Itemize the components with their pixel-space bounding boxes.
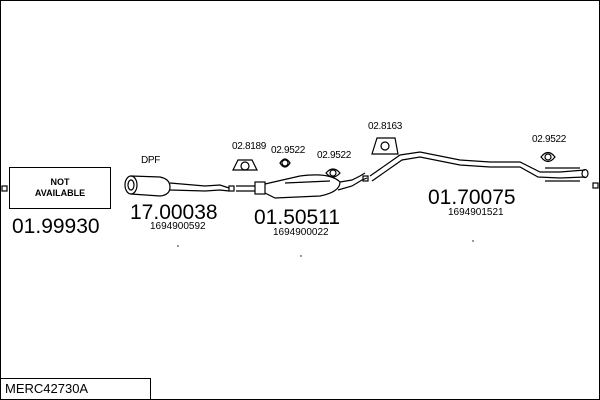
oem-number-2: 1694900592 xyxy=(150,221,206,232)
part-number-4: 01.70075 xyxy=(428,186,516,209)
diagram-code: MERC42730A xyxy=(5,381,89,396)
connector-2 xyxy=(362,175,369,182)
fitting-label-3: 02.9522 xyxy=(317,150,352,161)
clamp-02-9522-b xyxy=(325,168,341,178)
not-available-line2: AVAILABLE xyxy=(34,188,86,198)
oem-number-4: 1694901521 xyxy=(448,207,504,218)
clamp-02-9522-c xyxy=(540,151,556,163)
middle-silencer-part xyxy=(236,172,368,199)
connector-left xyxy=(1,185,8,192)
part-number-2: 17.00038 xyxy=(130,201,218,224)
dpf-part xyxy=(124,175,230,197)
not-available-box: NOT AVAILABLE xyxy=(9,167,111,209)
dpf-label: DPF xyxy=(141,155,161,166)
oem-number-3: 1694900022 xyxy=(273,227,329,238)
connector-right xyxy=(592,182,599,189)
fitting-label-2: 02.9522 xyxy=(271,145,306,156)
hanger-02-8163 xyxy=(371,137,399,155)
fitting-label-1: 02.8189 xyxy=(232,141,267,152)
diagram-code-box xyxy=(0,378,151,400)
part-number-3: 01.50511 xyxy=(254,206,341,229)
clamp-02-9522-a xyxy=(279,158,291,168)
connector-1 xyxy=(228,185,235,192)
rear-pipe-part xyxy=(369,151,589,182)
fitting-label-4: 02.8163 xyxy=(368,121,403,132)
fitting-label-5: 02.9522 xyxy=(532,134,567,145)
not-available-line1: NOT xyxy=(50,177,70,187)
part-number-1: 01.99930 xyxy=(12,215,100,238)
hanger-02-8189 xyxy=(232,159,258,171)
